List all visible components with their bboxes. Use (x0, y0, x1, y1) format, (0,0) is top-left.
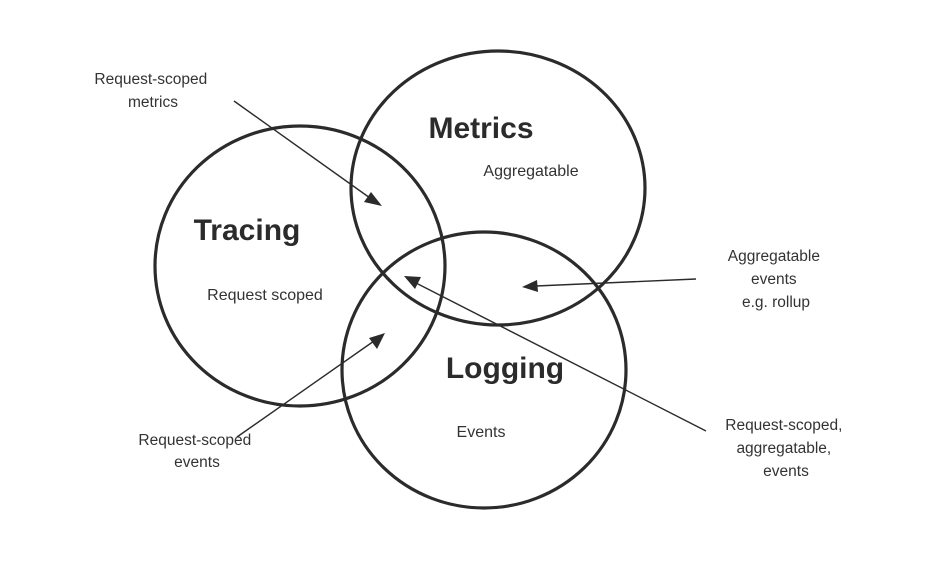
annotation-line: aggregatable, (736, 440, 831, 457)
arrow-request-scoped-metrics (233, 100, 382, 206)
annotation-line: metrics (128, 94, 178, 111)
logging-description: Events (457, 424, 506, 441)
arrow-request-scoped-aggregatable-events (404, 276, 707, 432)
annotation-line: e.g. rollup (742, 294, 810, 311)
annotation-request-scoped-events: Request-scoped events (138, 432, 255, 471)
annotation-line: events (174, 454, 220, 471)
annotation-line: events (763, 463, 809, 480)
tracing-circle (153, 124, 447, 408)
annotation-line: Request-scoped, (725, 417, 842, 434)
tracing-title: Tracing (194, 214, 301, 247)
logging-circle (340, 230, 628, 510)
annotation-request-scoped-aggregatable-events: Request-scoped, aggregatable, events (725, 417, 847, 480)
metrics-description: Aggregatable (483, 163, 578, 180)
arrow-aggregatable-events (522, 278, 697, 292)
annotation-line: events (751, 271, 797, 288)
annotation-line: Request-scoped (138, 432, 251, 449)
annotation-line: Request-scoped (94, 71, 207, 88)
tracing-description: Request scoped (207, 287, 323, 304)
metrics-circle (349, 49, 647, 327)
logging-title: Logging (446, 352, 564, 385)
arrow-request-scoped-events (236, 333, 385, 438)
annotation-line: Aggregatable (728, 248, 820, 265)
annotation-aggregatable-events: Aggregatable events e.g. rollup (728, 248, 825, 311)
annotation-request-scoped-metrics: Request-scoped metrics (94, 71, 211, 111)
metrics-title: Metrics (428, 112, 533, 145)
